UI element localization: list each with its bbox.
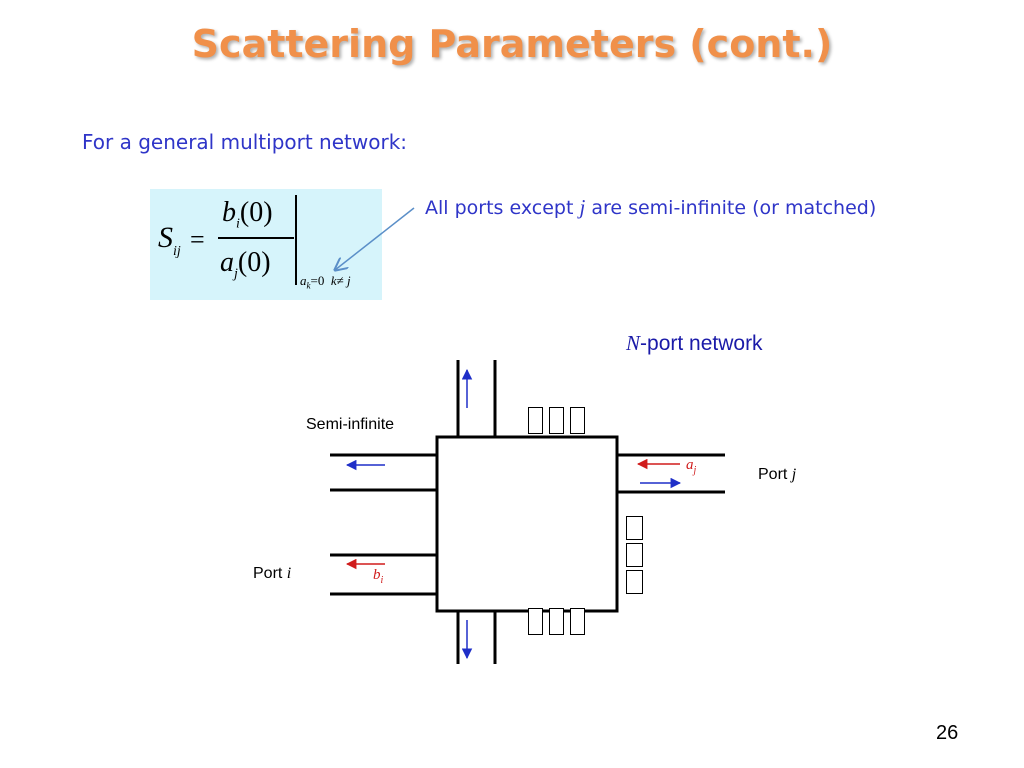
bottom-ellipsis-dots — [528, 608, 585, 635]
network-box — [435, 435, 619, 613]
right-ellipsis-dots — [626, 516, 643, 594]
port-i-label: Port i — [253, 565, 291, 583]
denominator-sub: j — [234, 266, 238, 282]
ellipsis-dot — [549, 407, 564, 434]
intro-text: For a general multiport network: — [82, 130, 408, 154]
formula-denominator: aj(0) — [220, 247, 271, 283]
numerator-arg: (0) — [239, 197, 273, 228]
ellipsis-dot — [570, 608, 585, 635]
port-j-var: j — [791, 466, 797, 483]
port-j-label: Port j — [758, 466, 796, 484]
evaluation-bar — [295, 195, 297, 285]
ellipsis-dot — [626, 543, 643, 567]
cond-eq: =0 — [310, 273, 325, 288]
wave-b-var: b — [373, 567, 381, 583]
cond-var: a — [300, 273, 307, 288]
page-number: 26 — [936, 722, 959, 744]
port-i-text: Port — [253, 565, 287, 582]
fraction-bar — [218, 237, 294, 239]
formula-numerator: bi(0) — [222, 197, 273, 233]
network-label-var: N — [626, 331, 641, 355]
port-j-text: Port — [758, 466, 792, 483]
incident-wave-label: aj — [686, 457, 696, 476]
denominator-var: a — [220, 247, 234, 278]
note-text-before: All ports except — [425, 197, 580, 219]
wave-a-sub: j — [693, 465, 697, 476]
outgoing-wave-label: bi — [373, 567, 383, 586]
formula-equals: = — [190, 225, 205, 254]
cond-neq: ≠ — [336, 273, 344, 288]
numerator-var: b — [222, 197, 236, 228]
matched-ports-note: All ports except j are semi-infinite (or… — [425, 195, 876, 220]
network-label-text: -port network — [640, 332, 763, 355]
formula-lhs-subscript: ij — [173, 244, 181, 259]
ellipsis-dot — [626, 516, 643, 540]
slide-title: Scattering Parameters (cont.) — [191, 22, 833, 66]
port-i-var: i — [286, 565, 292, 582]
top-ellipsis-dots — [528, 407, 585, 434]
ellipsis-dot — [570, 407, 585, 434]
cond-sub: k — [306, 280, 311, 291]
ellipsis-dot — [626, 570, 643, 594]
numerator-sub: i — [236, 216, 240, 232]
network-label: N-port network — [626, 331, 763, 356]
pointer-arrow — [335, 207, 415, 270]
note-var: j — [579, 195, 586, 219]
ellipsis-dot — [528, 608, 543, 635]
cond-j: j — [347, 273, 351, 288]
wave-a-var: a — [686, 457, 694, 473]
s-parameter-formula: S ij = bi(0) aj(0) ak=0 k≠ j — [150, 189, 382, 300]
note-text-after: are semi-infinite (or matched) — [585, 197, 877, 219]
denominator-arg: (0) — [237, 247, 271, 278]
ellipsis-dot — [528, 407, 543, 434]
formula-condition: ak=0 k≠ j — [300, 273, 351, 291]
cond-k: k — [330, 273, 337, 288]
semi-infinite-label: Semi-infinite — [306, 416, 395, 433]
wave-b-sub: i — [380, 575, 384, 586]
formula-lhs: S — [158, 221, 173, 254]
ellipsis-dot — [549, 608, 564, 635]
